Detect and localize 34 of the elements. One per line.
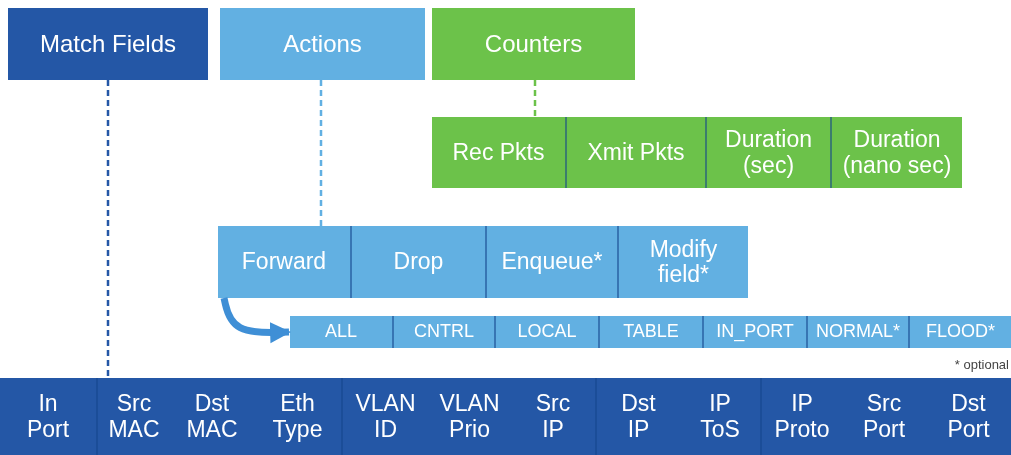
field-cell: Dst IP <box>595 378 680 455</box>
field-cell: ALL <box>290 316 392 348</box>
field-cell: Xmit Pkts <box>565 117 705 188</box>
header-box: Match Fields <box>8 8 208 80</box>
field-cell: Rec Pkts <box>432 117 565 188</box>
footnote: * optional <box>954 357 1009 372</box>
field-cell: VLAN ID <box>341 378 428 455</box>
field-cell: IN_PORT <box>702 316 806 348</box>
field-cell: Duration (sec) <box>705 117 830 188</box>
field-cell: Src MAC <box>96 378 170 455</box>
field-cell: Dst Port <box>926 378 1011 455</box>
field-cell: Src IP <box>511 378 595 455</box>
dashed-connector <box>533 80 537 117</box>
field-cell: TABLE <box>598 316 702 348</box>
field-cell: Duration (nano sec) <box>830 117 962 188</box>
dashed-connector <box>106 80 110 378</box>
field-cell: Forward <box>218 226 350 298</box>
header-box: Actions <box>220 8 425 80</box>
field-cell: Dst MAC <box>170 378 254 455</box>
field-cell: Src Port <box>842 378 926 455</box>
field-cell: LOCAL <box>494 316 598 348</box>
field-cell: In Port <box>0 378 96 455</box>
field-cell: CNTRL <box>392 316 494 348</box>
field-cell: Modify field* <box>617 226 748 298</box>
field-cell: FLOOD* <box>908 316 1011 348</box>
dashed-connector <box>319 80 323 226</box>
field-cell: NORMAL* <box>806 316 908 348</box>
field-cell: Eth Type <box>254 378 341 455</box>
field-cell: Enqueue* <box>485 226 617 298</box>
field-cell: IP Proto <box>760 378 842 455</box>
field-cell: IP ToS <box>680 378 760 455</box>
field-cell: Drop <box>350 226 485 298</box>
header-box: Counters <box>432 8 635 80</box>
field-cell: VLAN Prio <box>428 378 511 455</box>
